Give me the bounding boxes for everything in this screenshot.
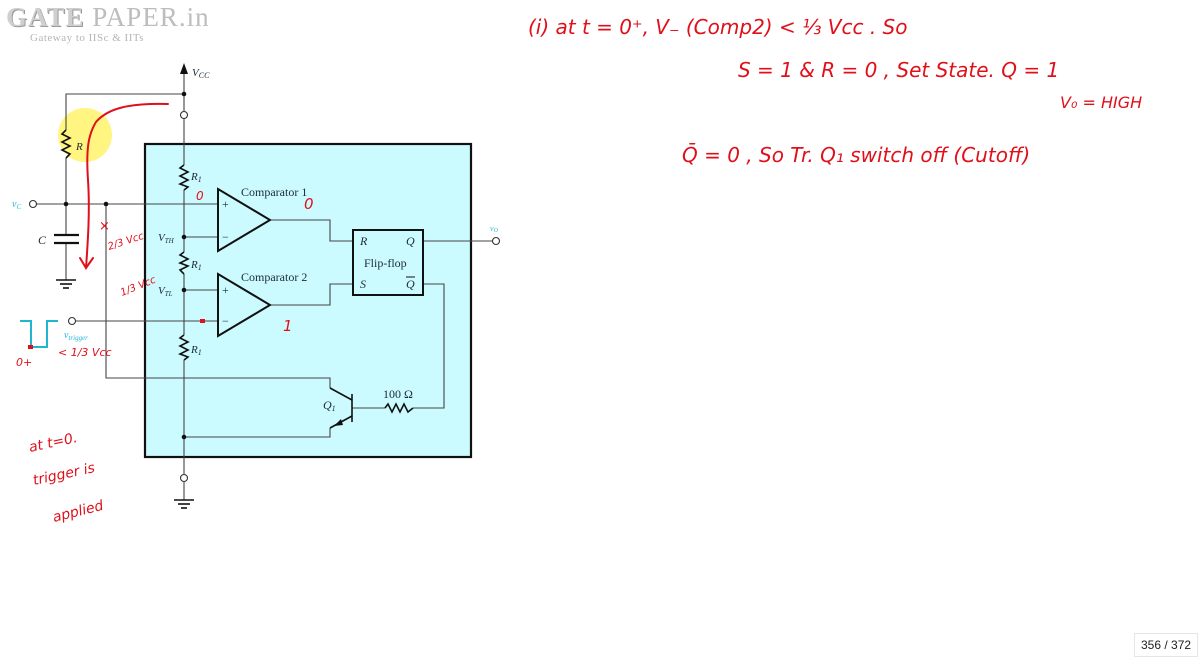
comparator-1-label: Comparator 1 [241,185,307,199]
comparator-1-icon [217,187,272,253]
ground-icon [56,279,194,509]
comp2-minus: − [222,314,229,328]
comparator-2-icon [217,272,272,338]
r-label: R [75,141,83,153]
ink-note-line-3: V₀ = HIGH [1060,93,1142,112]
resistor-r-icon [60,129,72,159]
logo-tagline: Gateway to IISc & IITs [30,32,145,44]
resistor-100-icon [384,402,414,414]
res-100-label: 100 Ω [383,387,413,401]
ff-qbar-pin: Q [406,277,415,291]
ink-vth-value: 2/3 Vcc [107,231,146,253]
comp1-minus: − [222,230,229,244]
ic-block [143,142,473,459]
emitter-arrow-icon [334,419,343,426]
capacitor-icon [54,233,79,245]
ff-q-pin: Q [406,234,415,248]
comp2-plus: + [222,283,229,297]
page-counter: 356 / 372 [1134,633,1199,657]
highlight-circle [58,108,112,162]
ink-left-note-2: trigger is [32,460,97,489]
vcc-arrow-icon [180,63,188,74]
flip-flop-label: Flip-flop [364,256,407,270]
ink-strokes [79,102,169,270]
ink-dot [200,319,205,323]
logo-paper: PAPER.in [84,2,210,32]
ff-r-pin: R [359,234,368,248]
ink-note-line-2: S = 1 & R = 0 , Set State. Q = 1 [738,58,1059,82]
logo-title: GATE PAPER.in [6,2,210,32]
ink-cross-mark: × [99,219,110,234]
ink-left-note-1: at t=0. [28,430,79,456]
ink-comp2-out-value: 1 [283,317,293,335]
ink-left-note-3: applied [51,498,105,526]
junction-dots [63,91,187,440]
ink-trigger-time: 0+ [16,356,32,369]
comp1-plus: + [222,197,229,211]
site-logo: GATE PAPER.in Gateway to IISc & IITs [6,2,210,44]
terminals [28,110,501,483]
vtl-label: VTL [158,285,173,298]
flip-flop-block [352,229,424,296]
logo-gate: GATE [6,2,85,32]
r1-bot-label: R1 [190,344,202,357]
vth-label: VTH [158,232,175,245]
ink-comp1-out-value: 0 [304,195,314,213]
ink-trigger-dot [28,345,33,349]
trigger-pulse-icon [20,320,58,348]
ink-trigger-value: < 1/3 Vcc [58,346,112,359]
vc-label: vC [12,199,21,211]
r1-resistors-icon [178,164,190,361]
comparator-2-label: Comparator 2 [241,270,307,284]
vo-label: vO [490,224,499,234]
vtrigger-label: vtrigger [64,330,88,342]
r1-mid-label: R1 [190,259,202,272]
ff-s-pin: S [360,277,366,291]
q1-label: Q1 [323,398,336,413]
ink-comp1-plus-value: 0 [196,189,204,203]
r1-top-label: R1 [190,171,202,184]
ink-note-line-1: (i) at t = 0⁺, V₋ (Comp2) < ⅓ Vcc . So [528,15,907,39]
vcc-label: VCC [192,67,210,80]
ink-note-line-4: Q̄ = 0 , So Tr. Q₁ switch off (Cutoff) [682,142,1030,167]
c-label: C [38,233,47,247]
